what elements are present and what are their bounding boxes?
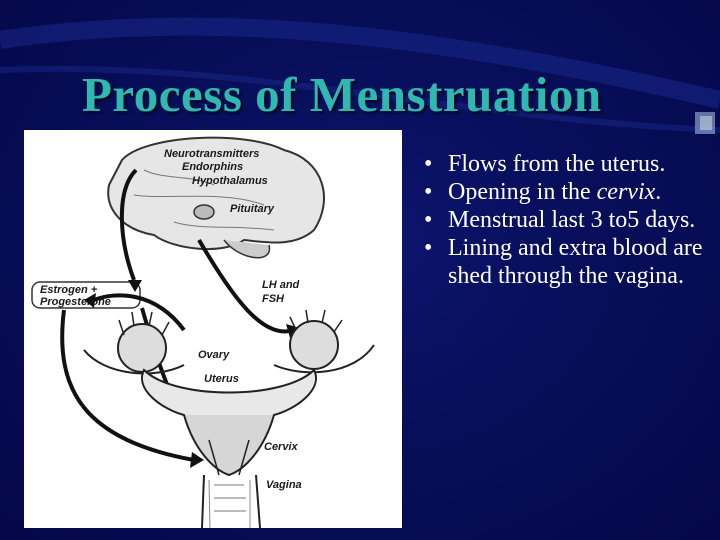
bullet-list: • Flows from the uterus. • Opening in th… [420, 150, 715, 290]
label-uterus: Uterus [204, 373, 239, 385]
label-endorphins: Endorphins [182, 161, 243, 173]
bullet-text-after: . [655, 179, 662, 205]
bullet-text-emphasis: cervix [596, 179, 656, 205]
label-vagina: Vagina [266, 479, 302, 491]
pituitary-gland [193, 204, 215, 220]
bullet-text-before: Opening in the [448, 179, 597, 205]
bullet-marker: • [424, 151, 433, 177]
label-estrogen: Estrogen + [40, 284, 98, 296]
estrogen-box [31, 281, 141, 309]
bullet-marker: • [424, 235, 433, 261]
label-cervix: Cervix [264, 441, 299, 453]
menstruation-diagram: Neurotransmitters Endorphins Hypothalamu… [24, 130, 402, 528]
bullet-item: • Menstrual last 3 to5 days. [420, 206, 715, 234]
label-ovary: Ovary [198, 349, 230, 361]
bullet-marker: • [424, 207, 433, 233]
bullet-item: • Flows from the uterus. [420, 150, 715, 178]
bullet-text: Flows from the uterus. [448, 151, 666, 177]
label-hypothalamus: Hypothalamus [192, 175, 268, 187]
label-lh: LH and [262, 279, 300, 291]
bullet-text: Lining and extra blood are shed through … [448, 235, 703, 289]
bullet-marker: • [424, 179, 433, 205]
bullet-item: • Lining and extra blood are shed throug… [420, 234, 715, 290]
bullet-item: • Opening in the cervix. [420, 178, 715, 206]
label-neurotransmitters: Neurotransmitters [164, 148, 259, 160]
label-fsh: FSH [262, 293, 285, 305]
label-pituitary: Pituitary [230, 203, 275, 215]
right-ovary [289, 320, 339, 370]
brain-shape [107, 136, 325, 250]
slide-title: Process of Menstruation [82, 67, 602, 122]
left-ovary [117, 323, 167, 373]
bullet-text: Menstrual last 3 to5 days. [448, 207, 696, 233]
uterus-ovaries [83, 309, 375, 528]
